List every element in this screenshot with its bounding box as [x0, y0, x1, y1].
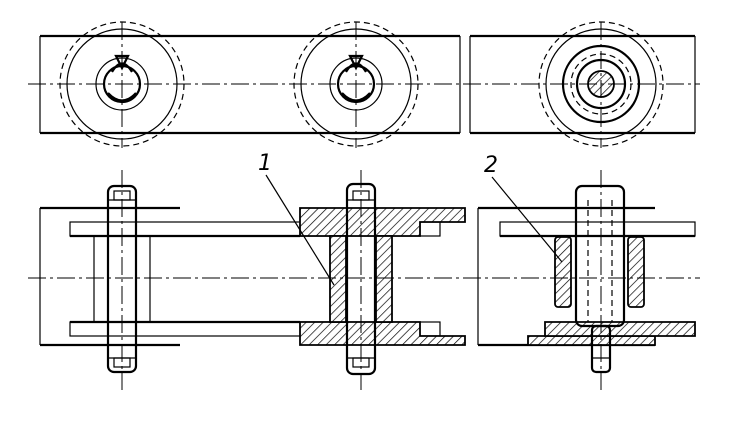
- callout-1-label: 1: [258, 151, 272, 176]
- section-right-link: [477, 184, 696, 374]
- callout-2: 2: [484, 153, 563, 263]
- bushing-wall-left: [329, 235, 347, 323]
- callout-2-label: 2: [484, 153, 498, 178]
- roller-wall-right: [627, 236, 645, 308]
- callout-1: 1: [258, 151, 335, 286]
- roller-wall-left: [554, 236, 572, 308]
- top-view: [28, 21, 700, 148]
- bushing-wall-right: [375, 235, 393, 323]
- section-view: [28, 170, 700, 390]
- section-middle-link: [299, 182, 466, 376]
